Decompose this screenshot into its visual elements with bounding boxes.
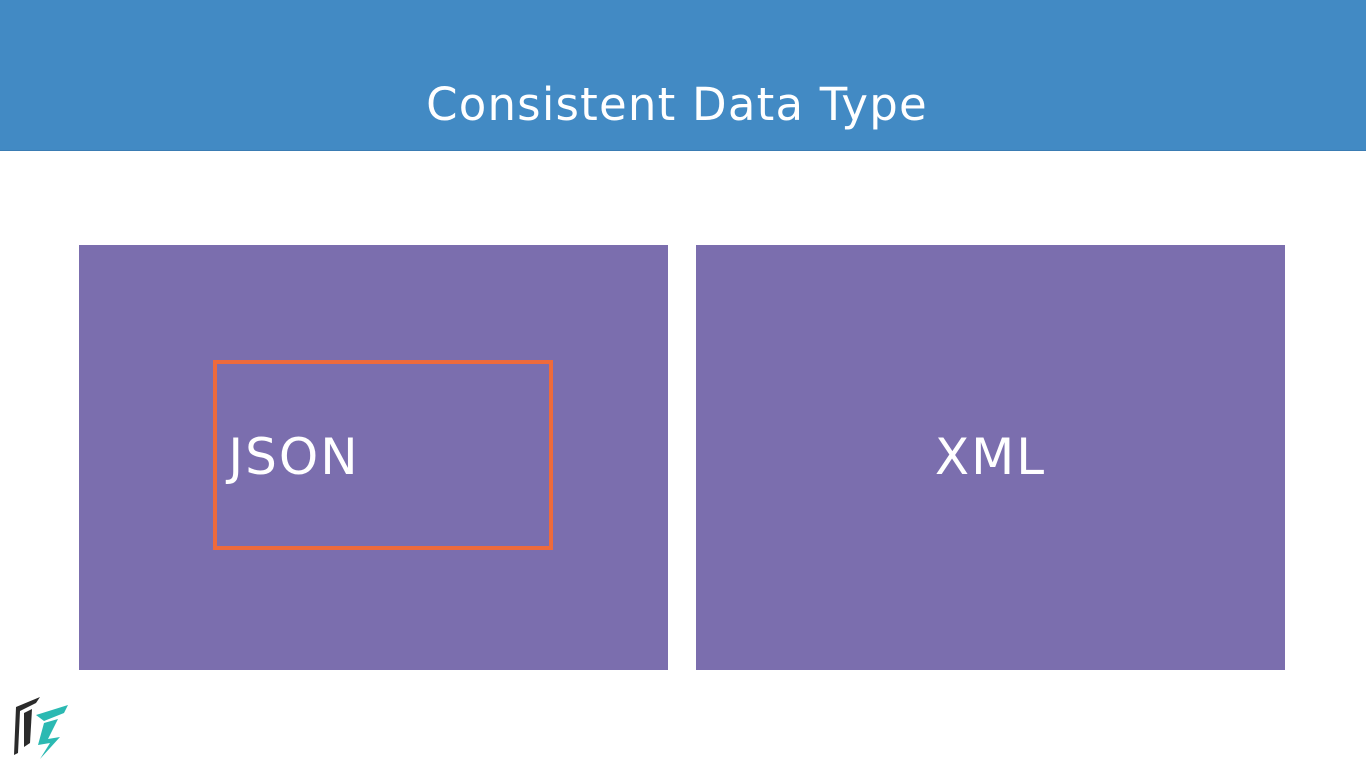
json-highlight-box — [213, 360, 553, 550]
header-bar: Consistent Data Type — [0, 0, 1366, 151]
json-panel: JSON — [79, 245, 668, 670]
xml-panel: XML — [696, 245, 1285, 670]
xml-label: XML — [934, 428, 1047, 486]
slide-title: Consistent Data Type — [426, 78, 928, 131]
json-label: JSON — [228, 428, 360, 486]
brand-logo-icon — [14, 697, 68, 759]
